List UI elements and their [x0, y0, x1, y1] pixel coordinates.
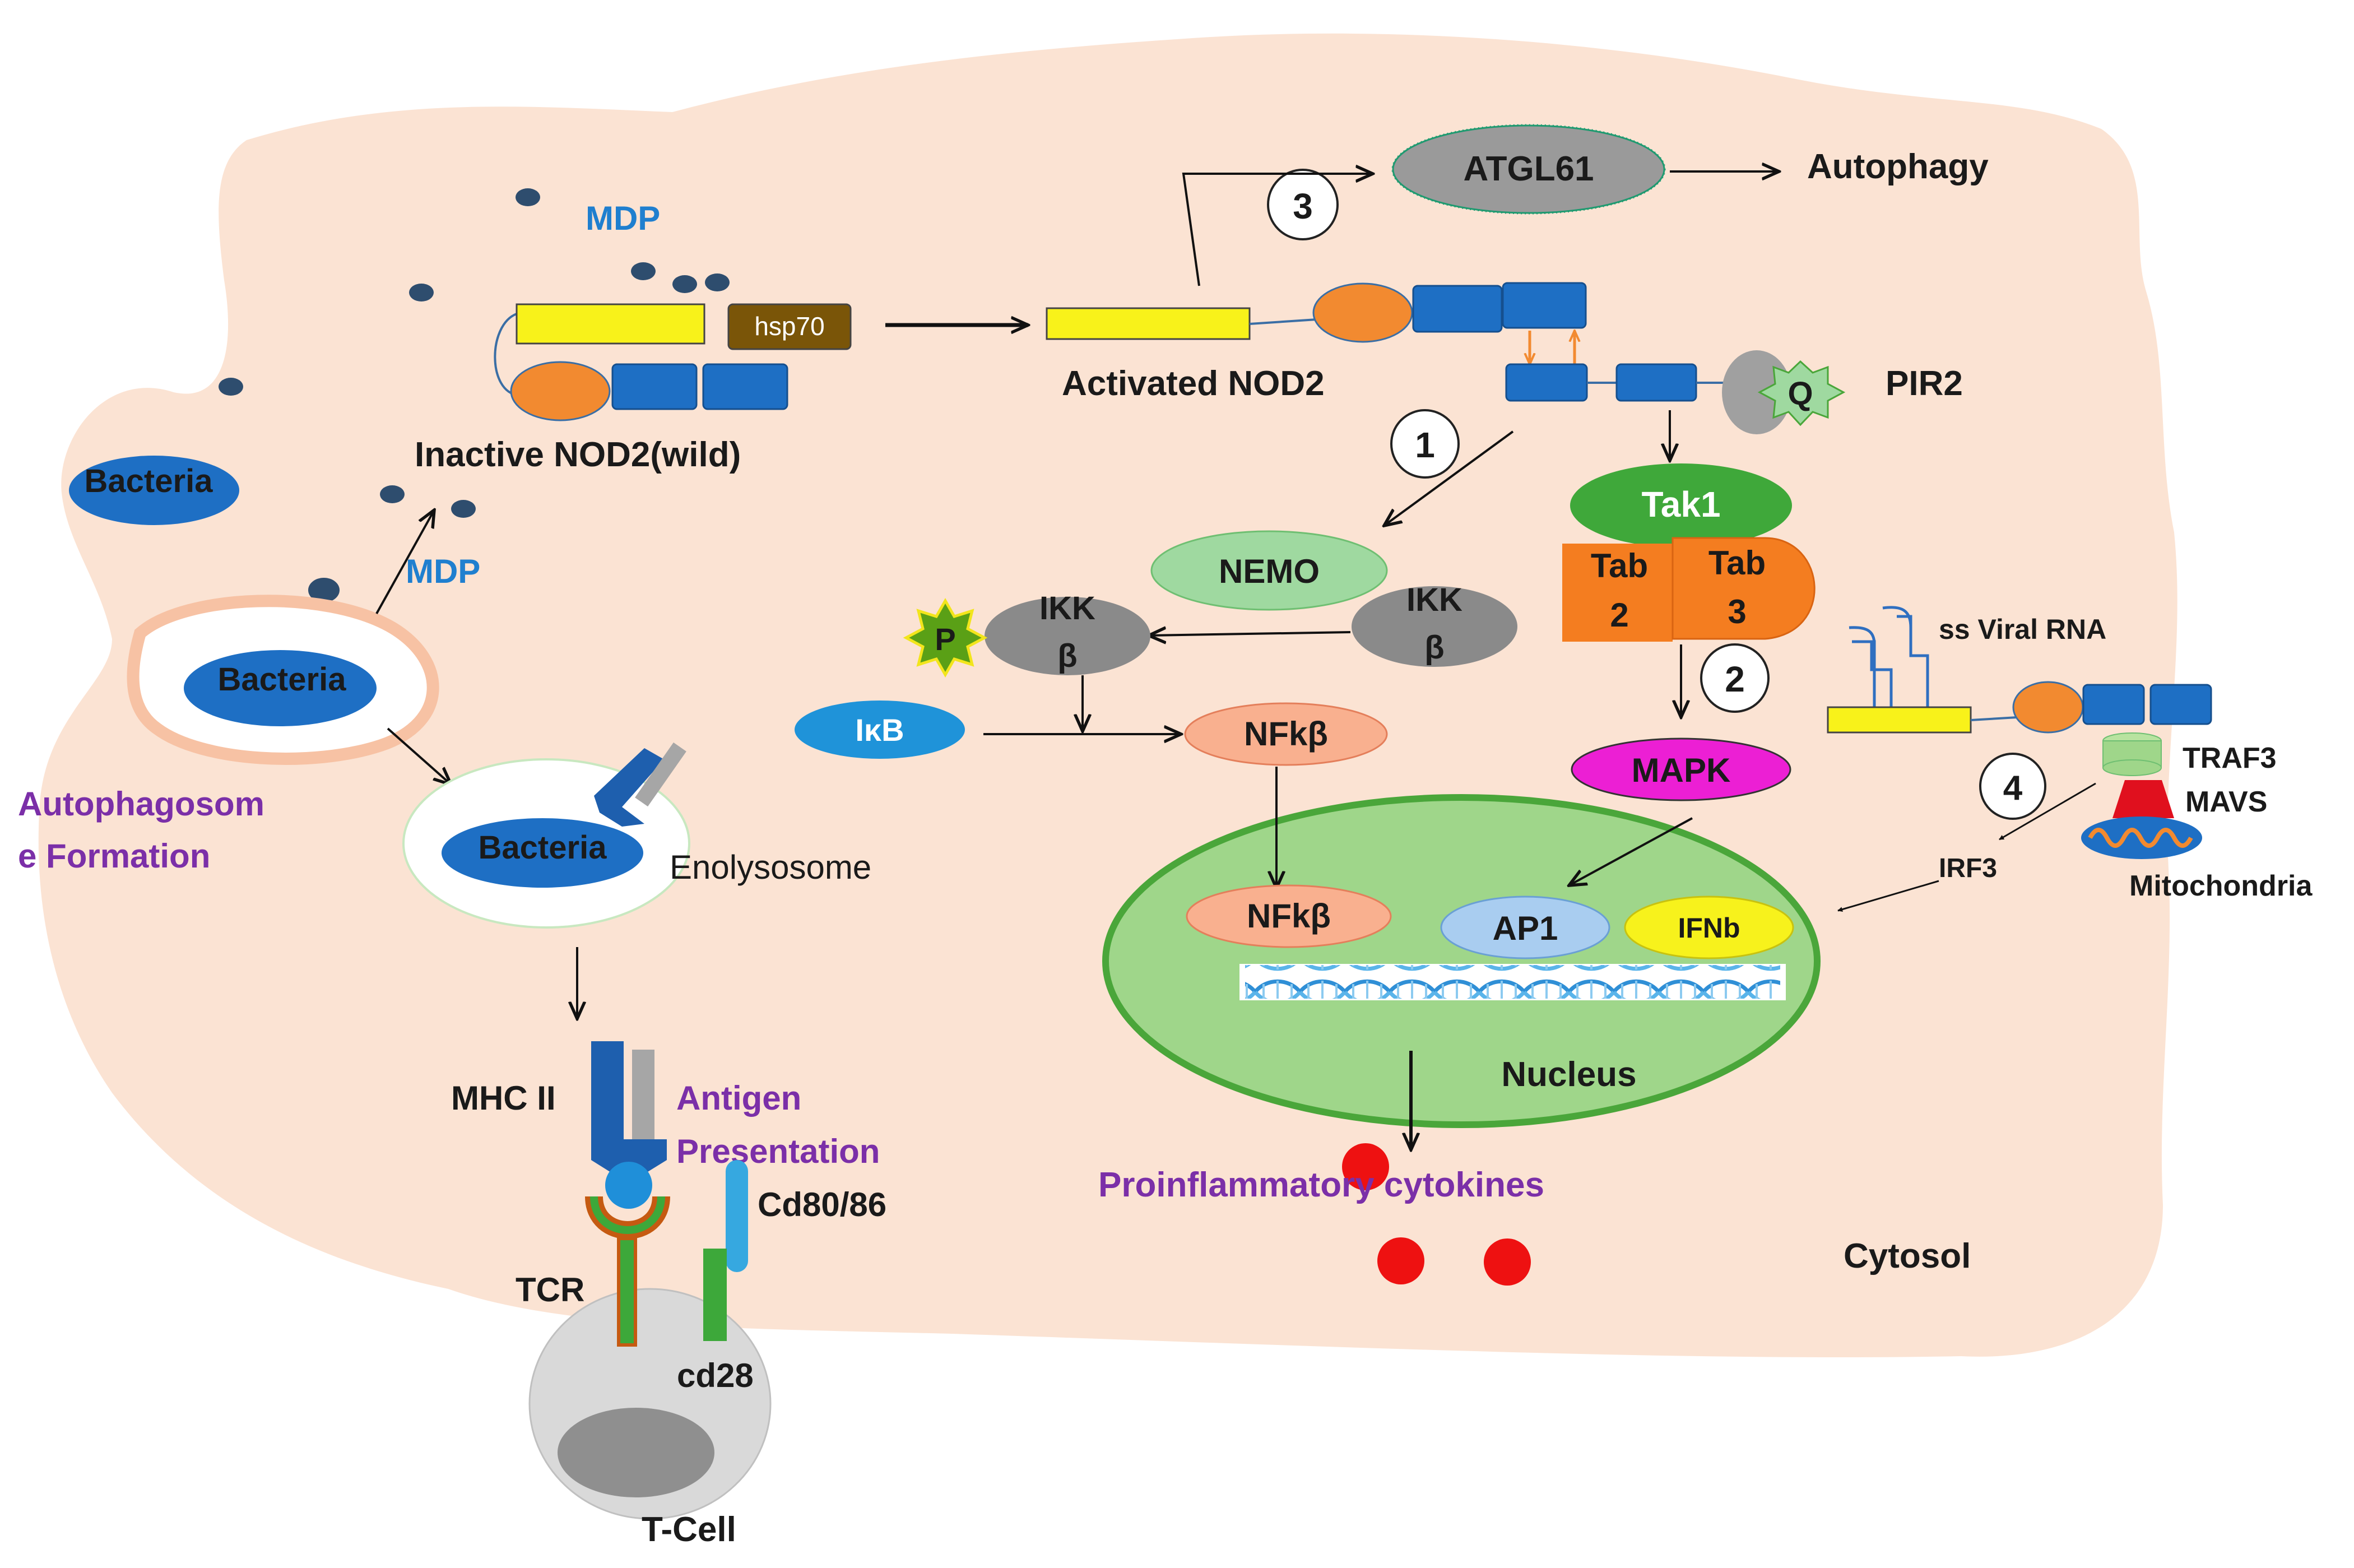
atgl61-label: ATGL61: [1463, 150, 1594, 188]
tab2-label-line2: 2: [1610, 596, 1628, 634]
step-3-marker: 3: [1267, 169, 1339, 240]
hsp70-label: hsp70: [754, 312, 824, 341]
tab3-label-line2: 3: [1728, 593, 1746, 630]
nucleus: Nucleus: [1102, 794, 1821, 1128]
proinflammatory-label: Proinflammatory cytokines: [1098, 1166, 1544, 1204]
antigen-label-line2: Presentation: [676, 1133, 880, 1170]
tak1-label: Tak1: [1641, 484, 1720, 525]
autophagy-label: Autophagy: [1807, 147, 1989, 186]
step-4-marker: 4: [1979, 753, 2046, 820]
mdp-release-arrow: [375, 510, 434, 614]
cytosol-label: Cytosol: [1844, 1237, 1971, 1275]
tcr-receptor: [585, 1195, 670, 1347]
inactive-nod2-label: Inactive NOD2(wild): [415, 435, 741, 474]
svg-text:4: 4: [2003, 769, 2023, 808]
step-1-marker: 1: [1390, 409, 1460, 479]
tab2-node: Tab 2: [1562, 544, 1673, 642]
mavs-node: [2112, 780, 2174, 818]
tab3-label-line1: Tab: [1708, 544, 1766, 582]
ikk-left-line2: β: [1057, 638, 1077, 674]
ifnb-node: IFNb: [1624, 896, 1794, 959]
cd28-molecule: [703, 1249, 727, 1341]
dna-helix: [1245, 965, 1780, 999]
mitochondria-label: Mitochondria: [2129, 870, 2313, 902]
mapk-to-ap1-arrow: [1569, 817, 1693, 885]
ikk-right-line1: IKK: [1406, 582, 1462, 618]
cd28-label: cd28: [677, 1357, 754, 1394]
pir2-complex: Q: [1722, 350, 1846, 434]
ikk-activation-arrow: [1149, 632, 1351, 635]
bacteria-enolysosome-label: Bacteria: [479, 829, 607, 866]
atgl61-node: ATGL61: [1391, 124, 1666, 215]
ap1-node: AP1: [1440, 896, 1610, 959]
enolysosome-label: Enolysosome: [670, 848, 871, 886]
bacteria-phagosome-label: Bacteria: [218, 661, 347, 698]
step-2-marker: 2: [1700, 643, 1770, 713]
mapk-node: MAPK: [1571, 737, 1791, 801]
ss-viral-rna-label: ss Viral RNA: [1939, 614, 2106, 645]
nfkb-nuclear-label: NFkβ: [1247, 897, 1331, 935]
phagosome: Bacteria: [127, 595, 439, 765]
svg-text:2: 2: [1725, 659, 1745, 699]
enolysosome: Bacteria: [402, 742, 690, 929]
mhc2-receptor: [591, 1041, 667, 1209]
autophagosome-label-line2: e Formation: [18, 837, 210, 875]
svg-text:Bacteria: Bacteria: [85, 463, 213, 499]
q-label: Q: [1787, 375, 1813, 412]
mavs-label: MAVS: [2185, 786, 2267, 818]
cytokine-dots: [1342, 1143, 1531, 1286]
pir2-label: PIR2: [1886, 364, 1963, 403]
ikb-node: IκB: [795, 701, 965, 759]
mapk-label: MAPK: [1632, 751, 1731, 789]
ap1-label: AP1: [1493, 910, 1558, 947]
pathway-4-arrow: [1999, 782, 2096, 841]
mdp-label-left: MDP: [406, 553, 480, 590]
mhc2-label: MHC II: [451, 1079, 556, 1117]
ifnb-label: IFNb: [1678, 912, 1740, 944]
mdp-label-top: MDP: [586, 200, 660, 237]
autophagosome-label-line1: Autophagosom: [18, 785, 264, 823]
tab2-label-line1: Tab: [1591, 547, 1648, 584]
nfkb-nuclear-node: NFkβ: [1186, 884, 1392, 948]
autophagy-branch-line: [1182, 174, 1373, 286]
ikk-beta-right: IKK β: [1352, 582, 1517, 667]
t-cell-label: T-Cell: [642, 1510, 736, 1549]
traf3-label: TRAF3: [2183, 742, 2277, 774]
nfkb-cytosol-node: NFkβ: [1184, 702, 1388, 766]
ikk-left-line1: IKK: [1039, 590, 1095, 627]
ikk-beta-left: IKK β: [985, 590, 1150, 675]
bacteria-extracellular: Bacteria: [69, 456, 239, 525]
phagosome-to-enolysosome-arrow: [387, 727, 451, 785]
cd80-86-molecule: [726, 1160, 748, 1272]
viral-rna-complex: [1827, 606, 2212, 734]
antigen-label-line1: Antigen: [676, 1079, 801, 1117]
phosphate-star: P: [903, 597, 988, 678]
tab3-node: Tab 3: [1672, 537, 1816, 640]
activated-nod2-label: Activated NOD2: [1062, 364, 1325, 403]
inactive-nod2-complex: hsp70: [494, 303, 852, 421]
irf3-to-nucleus-arrow: [1837, 880, 1939, 912]
irf3-label: IRF3: [1939, 853, 1997, 883]
svg-text:3: 3: [1293, 186, 1313, 226]
cd8086-label: Cd80/86: [758, 1186, 886, 1223]
p-label: P: [935, 621, 955, 657]
ikk-right-line2: β: [1424, 629, 1444, 666]
nfkb-cytosol-label: NFkβ: [1244, 715, 1328, 753]
ikb-label: IκB: [855, 712, 904, 748]
pathway-1-arrow: [1384, 430, 1514, 526]
tcr-label: TCR: [516, 1271, 584, 1309]
nemo-label: NEMO: [1219, 553, 1320, 590]
mitochondria-node: [2081, 817, 2202, 859]
tak1-node: Tak1: [1570, 463, 1792, 548]
nemo-node: NEMO: [1150, 530, 1388, 611]
activated-nod2-complex: [1046, 282, 1726, 402]
nucleus-label: Nucleus: [1501, 1055, 1636, 1094]
svg-text:1: 1: [1415, 425, 1435, 465]
traf3-node: [2102, 732, 2162, 776]
t-cell: [528, 1288, 772, 1520]
